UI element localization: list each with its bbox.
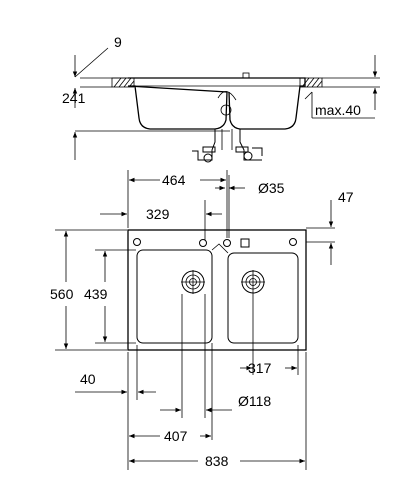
overflow-square <box>240 238 250 248</box>
tap-stub <box>242 72 250 79</box>
left-bowl <box>136 249 213 344</box>
tap-hole-2 <box>199 239 207 247</box>
waste-trap <box>192 91 263 163</box>
dim-tap-offset: 464 <box>162 172 186 188</box>
dim-left-bowl-drain: 329 <box>146 206 170 222</box>
side-view: 9 241 max.40 <box>62 34 380 163</box>
dim-overall-width: 838 <box>205 453 229 469</box>
dim-drain-diameter: Ø118 <box>238 393 271 409</box>
top-view: 464 Ø35 47 329 560 439 40 <box>50 170 354 470</box>
dim-depth: 241 <box>62 90 86 106</box>
tap-hole-1 <box>133 238 141 246</box>
sink-outline <box>127 229 307 351</box>
dim-left-bowl-width: 407 <box>164 428 188 444</box>
dim-edge-offset: 40 <box>80 371 96 387</box>
dim-max-worktop: max.40 <box>315 102 361 118</box>
tap-hole-4 <box>289 238 297 246</box>
worktop-right-hatch <box>299 77 323 88</box>
right-drain <box>241 270 265 294</box>
sink-profile <box>127 77 306 130</box>
dim-overall-depth: 560 <box>50 286 74 302</box>
dim-rim-thickness: 9 <box>114 34 122 50</box>
dim-tap-hole-diameter: Ø35 <box>258 180 285 196</box>
dim-bowl-depth: 439 <box>84 286 108 302</box>
right-bowl <box>227 252 299 344</box>
dim-right-drain: 317 <box>248 360 272 376</box>
tap-hole-3 <box>223 239 231 247</box>
dim-tap-hole-offset: 47 <box>338 189 354 205</box>
left-drain <box>181 270 205 294</box>
